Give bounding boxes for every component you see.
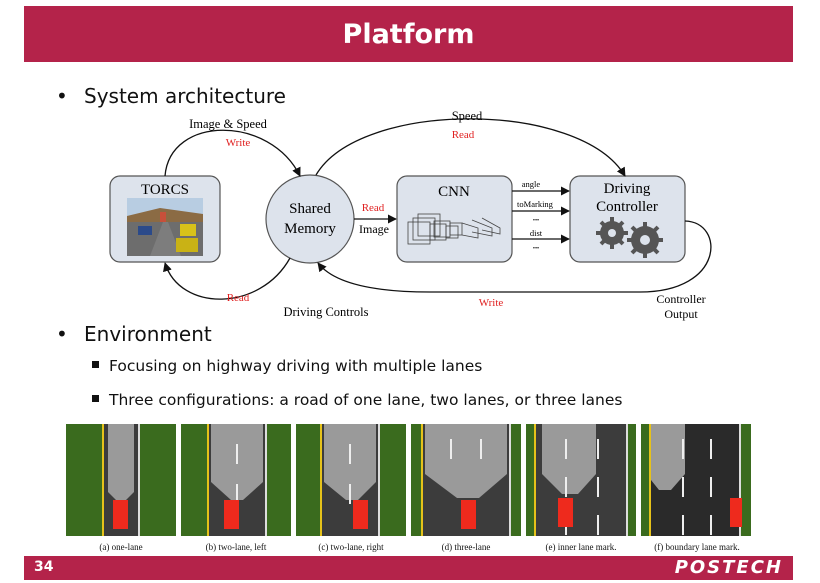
edge-label-write-bottom: Write [479, 297, 504, 309]
gears-icon [596, 217, 663, 258]
output-label-dist: dist [530, 228, 543, 238]
cnn-node: CNN [396, 175, 513, 263]
edge-label-speed: Speed [452, 109, 483, 123]
caption-boundary-lane-mark: (f) boundary lane mark. [654, 542, 740, 552]
cnn-layers-icon [407, 213, 501, 245]
edge-label-image: Image [359, 222, 389, 236]
thumb-two-lane-right [296, 424, 406, 536]
caption-three-lane: (d) three-lane [441, 542, 491, 552]
driving-controller-label-2: Controller [596, 199, 658, 215]
caption-one-lane: (a) one-lane [99, 542, 143, 552]
page-number: 34 [34, 559, 54, 575]
edge-controller-to-memory [317, 220, 712, 293]
torcs-label: TORCS [141, 182, 189, 198]
caption-inner-lane-mark: (e) inner lane mark. [545, 542, 617, 552]
caption-two-lane-right: (c) two-lane, right [318, 542, 384, 552]
output-label-tomarking: toMarking [517, 199, 554, 209]
edge-memory-to-controller-speed [315, 118, 626, 177]
env-item-2: Three configurations: a road of one lane… [92, 391, 622, 409]
shared-memory-node: Shared Memory [265, 174, 355, 264]
env-item-text: Three configurations: a road of one lane… [109, 391, 623, 409]
edge-label-controller-output-2: Output [664, 307, 698, 321]
bullet-system-architecture: • System architecture [56, 84, 286, 108]
torcs-screenshot [127, 198, 203, 256]
caption-two-lane-left: (b) two-lane, left [205, 542, 267, 552]
bullet-environment: • Environment [56, 322, 212, 346]
env-item-1: Focusing on highway driving with multipl… [92, 357, 482, 375]
env-item-text: Focusing on highway driving with multipl… [109, 357, 483, 375]
shared-memory-label-1: Shared [289, 201, 331, 217]
edge-label-read-bottom: Read [227, 292, 250, 304]
driving-controller-node: Driving Controller [569, 175, 686, 263]
shared-memory-label-2: Memory [284, 221, 336, 237]
slide-footer: 34 POSTECH [24, 556, 793, 580]
edge-label-write-top: Write [226, 137, 251, 149]
postech-logo: POSTECH [674, 557, 783, 578]
output-label-dots-1: ••• [533, 218, 539, 224]
edge-label-driving-controls: Driving Controls [283, 305, 368, 319]
edge-torcs-to-memory [164, 129, 301, 177]
square-bullet-icon [92, 361, 99, 368]
edge-label-read-top: Read [452, 129, 475, 141]
bullet-label: System architecture [84, 84, 286, 108]
torcs-node: TORCS [109, 175, 221, 263]
thumb-one-lane [66, 424, 176, 536]
edge-label-controller-output-1: Controller [656, 292, 705, 306]
thumb-inner-lane-mark [526, 424, 636, 536]
edge-cnn-to-controller [512, 186, 570, 244]
edge-memory-to-torcs [163, 257, 291, 300]
cnn-label: CNN [438, 184, 470, 200]
edge-label-image-speed: Image & Speed [189, 117, 268, 131]
thumb-boundary-lane-mark [641, 424, 751, 536]
thumb-three-lane [411, 424, 521, 536]
output-label-dots-2: ••• [533, 246, 539, 252]
bullet-dot: • [56, 84, 68, 108]
bullet-label: Environment [84, 322, 212, 346]
edge-label-read-mid: Read [362, 202, 385, 214]
driving-controller-label-1: Driving [604, 181, 651, 197]
square-bullet-icon [92, 395, 99, 402]
thumb-two-lane-left [181, 424, 291, 536]
slide-title: Platform [24, 6, 793, 62]
bullet-dot: • [56, 322, 68, 346]
output-label-angle: angle [522, 179, 541, 189]
